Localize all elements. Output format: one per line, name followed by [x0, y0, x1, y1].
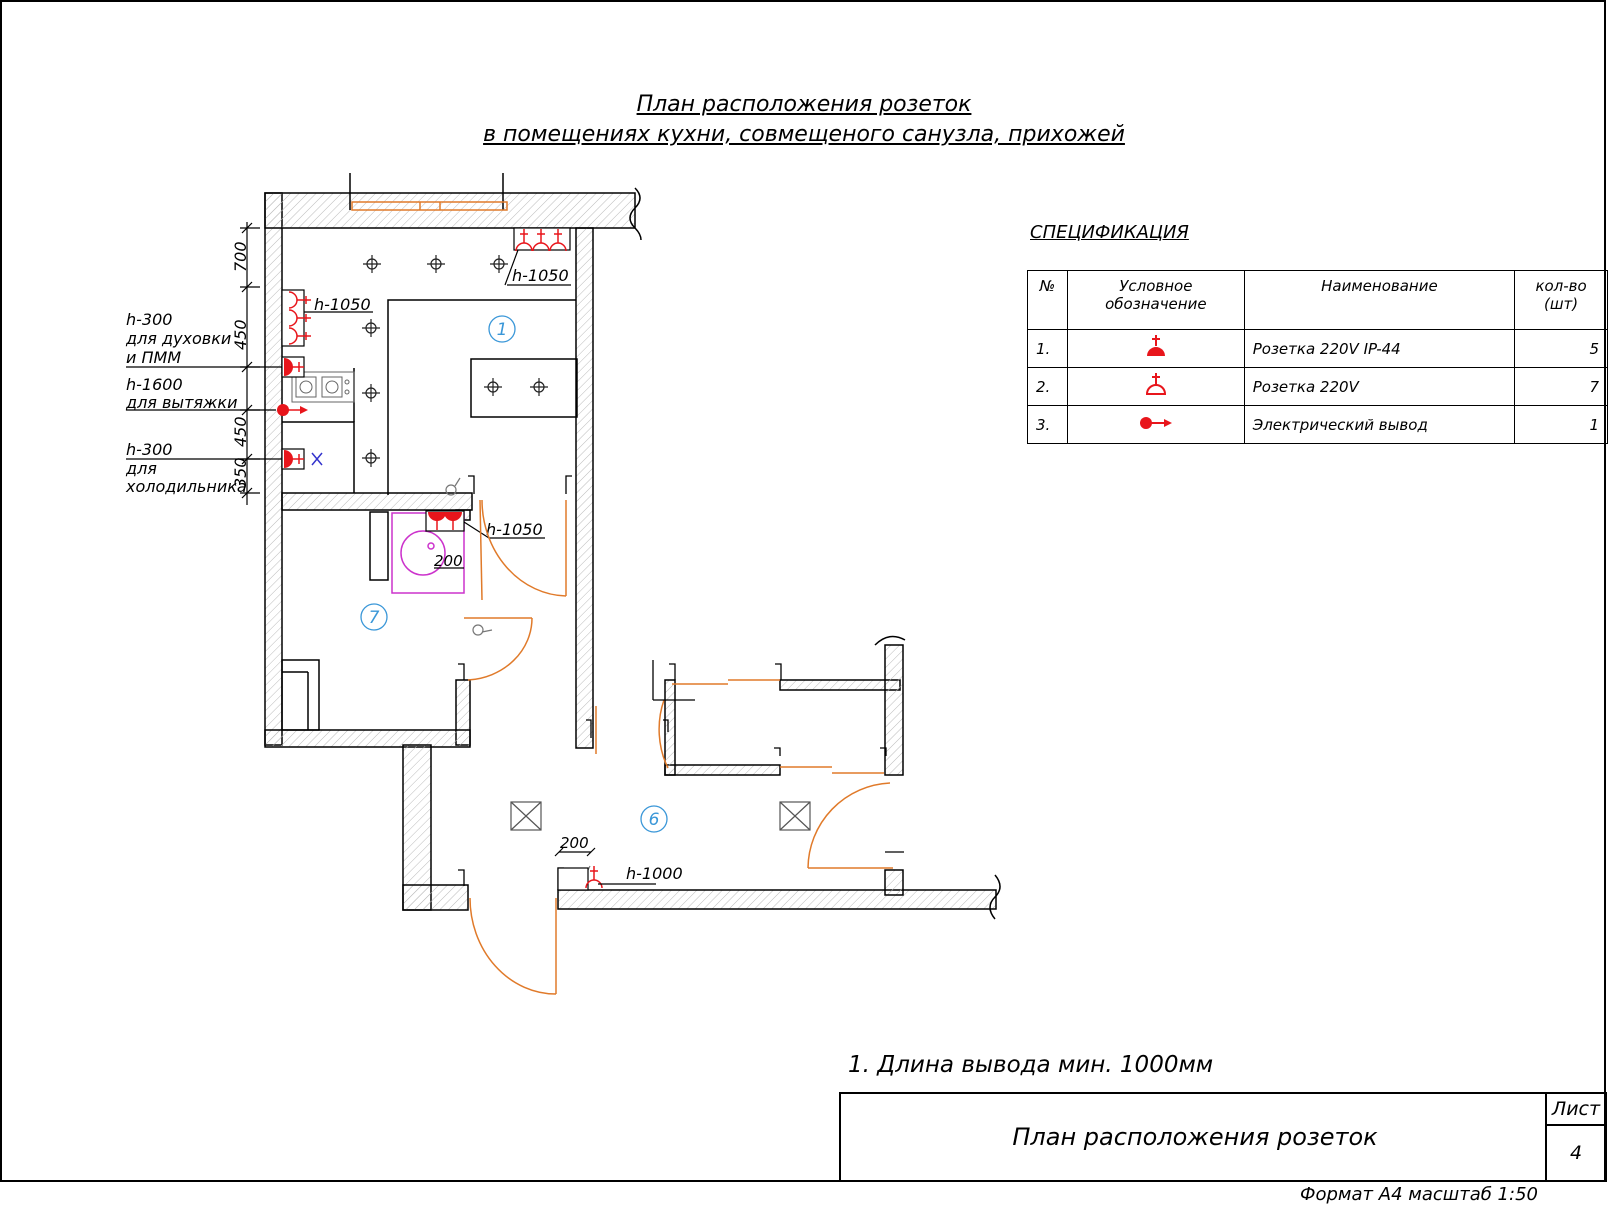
dim-350: 350	[231, 457, 250, 488]
spec-row: 1. Розетка 220V IP-44 5	[1027, 329, 1608, 368]
light-icon	[361, 383, 381, 403]
spec-table: № Условное обозначение Наименование кол-…	[1027, 270, 1608, 444]
height-label: h-1000	[626, 864, 683, 883]
kitchen-furniture	[282, 299, 578, 495]
ceiling-lights	[361, 254, 549, 468]
side-labels: h-300 для духовки и ПММ h-1600 для вытяж…	[125, 266, 569, 496]
title-block-name: План расположения розеток	[1012, 1123, 1378, 1151]
doors	[464, 499, 893, 995]
spec-row-num: 3.	[1027, 405, 1068, 444]
fridge-purpose: для	[125, 459, 157, 478]
dim-450: 450	[231, 416, 250, 447]
spec-col-qty: кол-во (шт)	[1514, 270, 1608, 330]
spec-row-qty: 5	[1514, 329, 1608, 368]
light-icon	[483, 377, 503, 397]
height-label: h-1050	[512, 266, 569, 285]
spec-row-qty: 7	[1514, 367, 1608, 406]
dim-200: 200	[434, 552, 463, 570]
electric-outlet-icon	[277, 404, 308, 416]
spec-col-symbol: Условное обозначение	[1066, 270, 1245, 330]
fridge-height: h-300	[126, 440, 172, 459]
electric-outlet-icon	[1066, 405, 1245, 444]
socket-bath: h-1050 200	[425, 510, 545, 570]
light-icon	[362, 254, 382, 274]
title-line-2: в помещениях кухни, совмещеного санузла,…	[483, 122, 1125, 147]
wall-breaks	[629, 187, 1001, 920]
door-jambs	[458, 475, 904, 890]
sheet-number: 4	[1545, 1126, 1605, 1180]
spec-col-num: №	[1027, 270, 1068, 330]
sheet-label: Лист	[1545, 1094, 1605, 1126]
oven-purpose: для духовки	[125, 329, 231, 348]
hood-height: h-1600	[126, 375, 183, 394]
title-line-1: План расположения розеток	[636, 92, 972, 117]
drawing-frame	[0, 0, 1606, 1182]
dim-200: 200	[560, 834, 589, 852]
socket-fridge	[281, 448, 323, 470]
socket-block-window	[513, 227, 571, 252]
spec-row-name: Электрический вывод	[1243, 405, 1516, 444]
oven-purpose-2: и ПММ	[126, 348, 181, 367]
spec-row-num: 1.	[1027, 329, 1068, 368]
light-icon	[426, 254, 446, 274]
spec-row-qty: 1	[1514, 405, 1608, 444]
format-label: Формат А4 масштаб 1:50	[1300, 1184, 1538, 1205]
walls	[264, 192, 997, 911]
room-tag-bath: 7	[369, 608, 380, 628]
light-icon	[361, 318, 381, 338]
spec-row-name: Розетка 220V	[1243, 367, 1516, 406]
height-label: h-1050	[486, 520, 543, 539]
light-icon	[529, 377, 549, 397]
spec-header-row: № Условное обозначение Наименование кол-…	[1027, 270, 1608, 330]
room-tag-kitchen: 1	[497, 320, 508, 340]
label-leaders	[126, 249, 571, 460]
stove-icon	[291, 371, 355, 403]
oven-height: h-300	[126, 310, 172, 329]
spec-col-name: Наименование	[1243, 270, 1516, 330]
drawing-title: План расположения розеток в помещениях к…	[0, 90, 1608, 150]
spec-heading: СПЕЦИФИКАЦИЯ	[1030, 222, 1189, 243]
spec-row-num: 2.	[1027, 367, 1068, 406]
socket-220v-icon	[1066, 367, 1245, 406]
spec-row: 2. Розетка 220V 7	[1027, 367, 1608, 406]
height-label: h-1050	[314, 295, 371, 314]
spec-row-name: Розетка 220V IP-44	[1243, 329, 1516, 368]
socket-hall: h-1000 200	[554, 834, 683, 891]
spec-row: 3. Электрический вывод 1	[1027, 405, 1608, 444]
socket-ip44-icon	[1066, 329, 1245, 368]
room-tag-hall: 6	[649, 810, 660, 830]
fridge-purpose-2: холодильника	[125, 477, 247, 496]
dim-450: 450	[231, 319, 250, 350]
note-text: 1. Длина вывода мин. 1000мм	[848, 1052, 1214, 1078]
light-icon	[489, 254, 509, 274]
window	[349, 173, 508, 211]
room-tags: 1 7 6	[360, 315, 668, 833]
hood-purpose: для вытяжки	[125, 393, 237, 412]
dimension-chain	[240, 222, 260, 505]
light-icon	[361, 448, 381, 468]
dim-700: 700	[231, 241, 250, 272]
title-block: План расположения розеток Лист 4	[839, 1092, 1607, 1182]
vent-icon	[510, 801, 811, 831]
socket-block-left	[281, 289, 312, 347]
socket-oven	[281, 356, 305, 378]
